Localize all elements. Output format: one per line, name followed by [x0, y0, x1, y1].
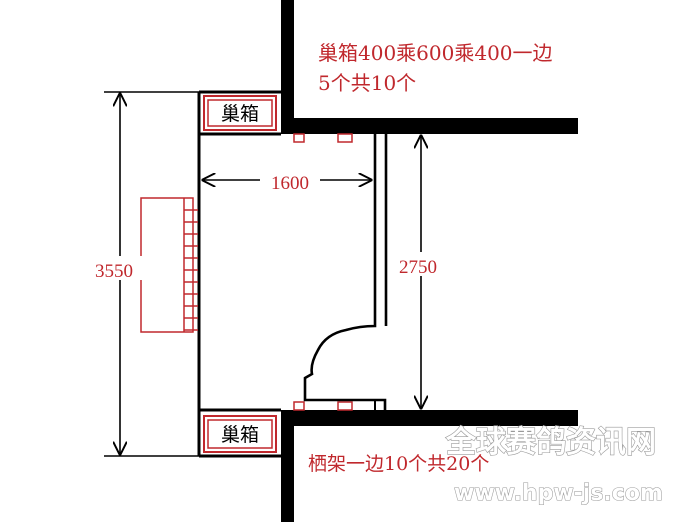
dimension-left-label: 3550 — [95, 261, 133, 282]
nest-box-top-label: 巢箱 — [221, 103, 259, 125]
perch-boxes — [293, 133, 353, 411]
watermark-url: www.hpw-js.com — [454, 481, 663, 506]
dimension-width: 1600 — [203, 168, 371, 194]
perch-box — [337, 133, 353, 143]
nest-box-note-line2: 5个共10个 — [318, 71, 416, 95]
perch-box — [293, 133, 305, 143]
watermark-cn: 全球赛鸽资讯网 — [445, 425, 656, 460]
nest-box-top-inner — [207, 99, 273, 127]
wall-upper-horizontal — [281, 118, 578, 134]
outer-walls — [281, 0, 578, 522]
dimension-height-left: 3550 — [88, 91, 199, 457]
wall-lower-vertical — [281, 410, 294, 522]
dimension-left-gap — [88, 256, 152, 280]
dimension-right-label: 2750 — [399, 257, 437, 278]
perch-note: 栖架一边10个共20个 — [308, 453, 489, 475]
watermark: 全球赛鸽资讯网 www.hpw-js.com — [444, 424, 663, 506]
nest-box-note-line1: 巢箱400乘600乘400一边 — [318, 41, 553, 65]
dimension-width-gap — [260, 168, 320, 192]
dimension-width-label: 1600 — [271, 173, 309, 194]
nest-box-bottom-inner — [207, 419, 273, 449]
partition-outline — [303, 134, 388, 410]
wall-lower-horizontal — [281, 410, 578, 426]
room-boundary — [197, 90, 281, 458]
ladder-rungs — [184, 209, 198, 331]
wall-upper-vertical — [281, 0, 294, 120]
perch-box — [337, 401, 353, 411]
perch-box — [293, 401, 305, 411]
dimension-height-right: 2750 — [392, 136, 444, 408]
dimension-right-gap — [392, 252, 444, 276]
nest-box-bottom-label: 巢箱 — [221, 424, 259, 446]
nest-box-bottom: 巢箱 — [203, 415, 277, 453]
nest-box-top: 巢箱 — [203, 95, 277, 131]
partition — [303, 134, 388, 410]
